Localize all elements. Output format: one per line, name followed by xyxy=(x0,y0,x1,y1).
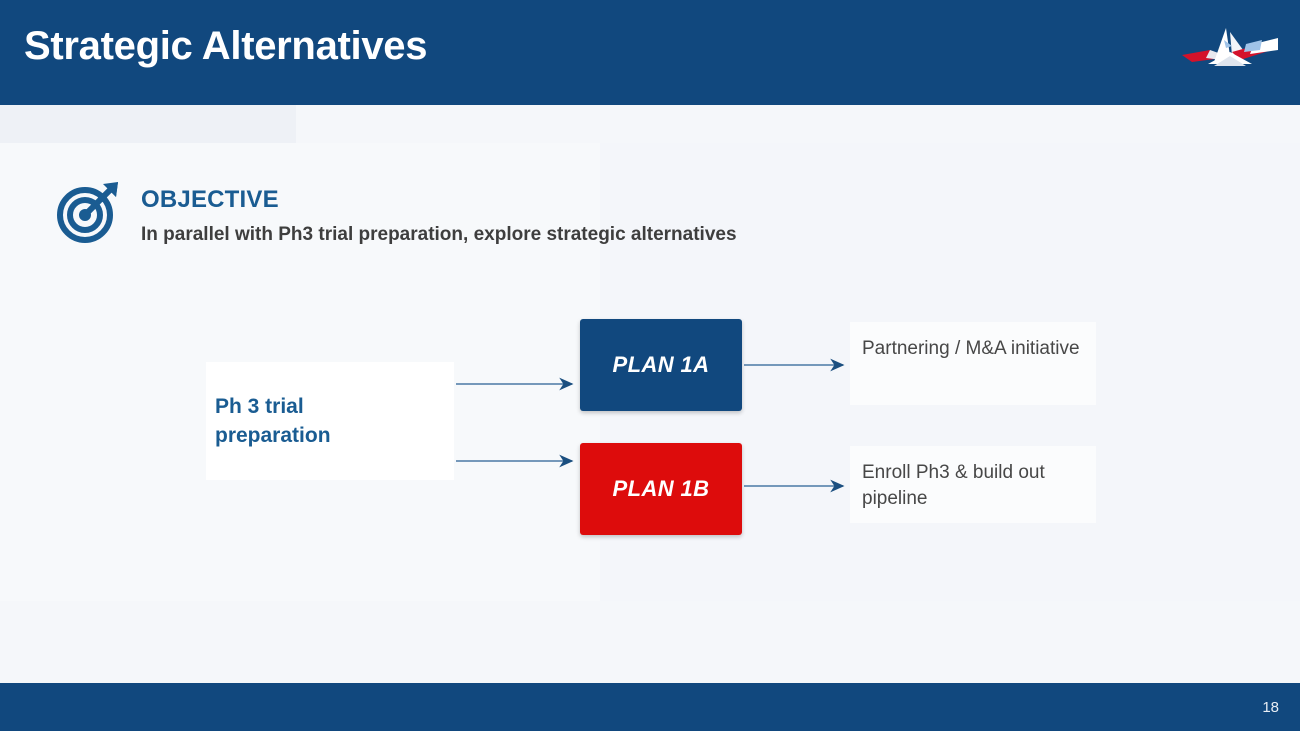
plan-1b-label: PLAN 1B xyxy=(612,476,710,501)
plan-1a-label: PLAN 1A xyxy=(612,352,710,377)
plan-1b-box[interactable]: PLAN 1B xyxy=(580,443,742,535)
plan-1a-box[interactable]: PLAN 1A xyxy=(580,319,742,411)
background-panel-upper-left xyxy=(0,105,296,143)
outcome-box-enroll-ph3[interactable]: Enroll Ph3 & build out pipeline xyxy=(850,446,1096,523)
page-number: 18 xyxy=(1262,699,1279,716)
slide-footer: 18 xyxy=(0,683,1300,731)
outcome-label-enroll-ph3: Enroll Ph3 & build out pipeline xyxy=(862,462,1045,509)
outcome-box-partnering[interactable]: Partnering / M&A initiative xyxy=(850,322,1096,405)
objective-subtitle: In parallel with Ph3 trial preparation, … xyxy=(141,224,737,245)
outcome-label-partnering: Partnering / M&A initiative xyxy=(862,338,1080,359)
slide-header: Strategic Alternatives xyxy=(0,0,1300,105)
page-title: Strategic Alternatives xyxy=(24,24,428,68)
background-panel-bottom xyxy=(0,601,1300,683)
source-box-ph3-trial-preparation[interactable]: Ph 3 trial preparation xyxy=(206,362,454,480)
company-logo-icon xyxy=(1180,22,1280,82)
objective-heading: OBJECTIVE xyxy=(141,186,279,213)
source-box-label: Ph 3 trial preparation xyxy=(215,395,331,447)
target-bullseye-icon xyxy=(56,180,122,244)
